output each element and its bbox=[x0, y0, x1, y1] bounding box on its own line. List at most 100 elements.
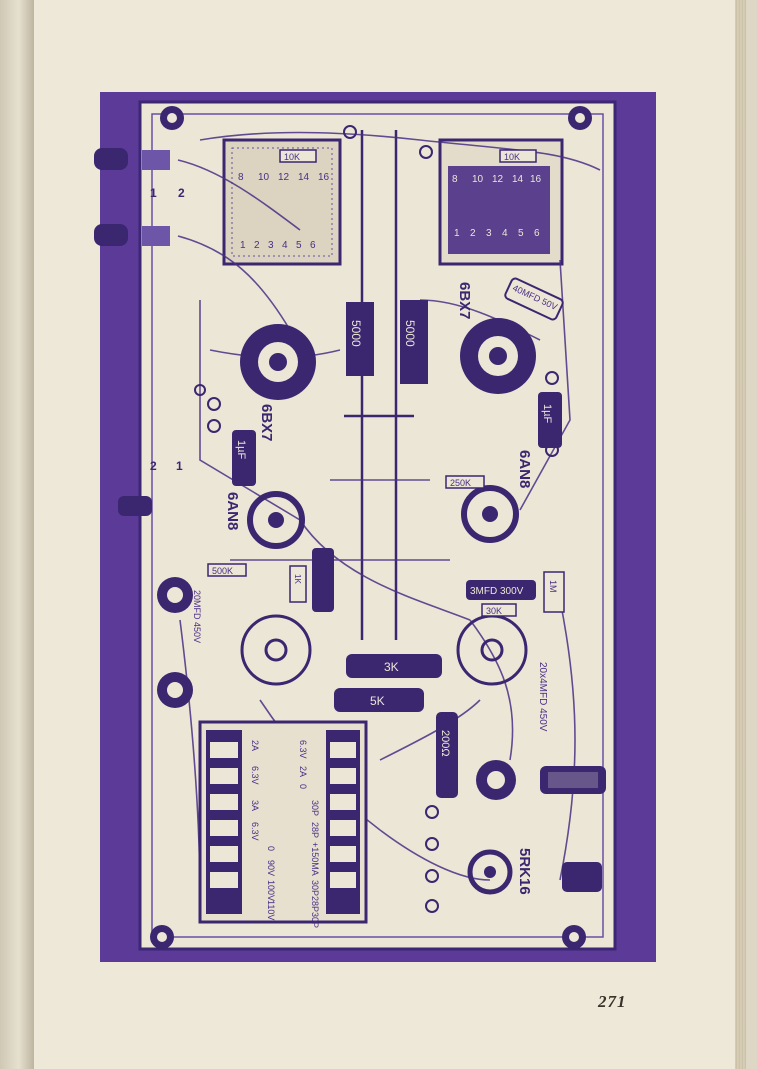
terminal-label: 8 bbox=[452, 174, 458, 185]
tube-socket-power-left bbox=[240, 614, 312, 686]
resistor-250k bbox=[445, 475, 485, 489]
resistor-10k-right bbox=[499, 149, 537, 163]
terminal-label: 10 bbox=[472, 174, 484, 185]
terminal-label: 4 bbox=[502, 228, 508, 239]
tube-label: 6AN8 bbox=[224, 492, 241, 530]
tap-label: 2A bbox=[250, 740, 260, 751]
capacitor-20mfd-left bbox=[312, 548, 334, 612]
tube-socket-6bx7-left bbox=[240, 324, 316, 400]
component-label: 10K bbox=[504, 152, 520, 162]
terminal-label: 3 bbox=[486, 228, 492, 239]
chassis-inner-edge bbox=[151, 113, 604, 938]
tap-label: 90V bbox=[266, 860, 276, 876]
small-socket-left bbox=[157, 577, 193, 708]
page-number: 271 bbox=[598, 992, 627, 1011]
tap-label: 30P bbox=[310, 912, 320, 928]
component-label: 3K bbox=[384, 660, 399, 674]
component-label: 30K bbox=[486, 606, 502, 616]
terminal-label: 2 bbox=[254, 240, 260, 251]
center-shield bbox=[344, 130, 414, 640]
tap-label: 100V bbox=[266, 880, 276, 901]
capacitor-5000-right bbox=[400, 300, 428, 384]
terminal-label: 5 bbox=[518, 228, 524, 239]
book-spine bbox=[0, 0, 34, 1069]
component-label: 20x4MFD 450V bbox=[537, 662, 548, 732]
tap-label: 6.3V bbox=[298, 740, 308, 759]
resistor-5k bbox=[334, 688, 424, 712]
tube-socket-6an8-left bbox=[247, 491, 305, 549]
terminal-label: 12 bbox=[492, 174, 504, 185]
tap-label: 6.3V bbox=[250, 766, 260, 785]
terminal-label: 2 bbox=[470, 228, 476, 239]
resistor-200 bbox=[436, 712, 458, 798]
capacitor-3mfd bbox=[466, 580, 536, 600]
resistor-10k-left bbox=[279, 149, 317, 163]
filter-capacitor-can bbox=[540, 766, 606, 794]
component-label: 10K bbox=[284, 152, 300, 162]
component-label: 5K bbox=[370, 694, 385, 708]
tap-label: 30P bbox=[310, 800, 320, 816]
tube-socket-rectifier bbox=[467, 849, 513, 895]
component-label: 250K bbox=[450, 478, 471, 488]
component-label: 1µF bbox=[235, 440, 247, 459]
tap-label: 28P bbox=[310, 822, 320, 838]
input-label: 2 bbox=[178, 186, 185, 200]
output-transformer-right bbox=[438, 138, 564, 266]
component-label: 3MFD 300V bbox=[470, 586, 524, 597]
capacitor-40mfd bbox=[504, 277, 564, 321]
tap-label: 110V bbox=[266, 900, 276, 920]
terminal-label: 4 bbox=[282, 240, 288, 251]
tube-label: 6AN8 bbox=[516, 450, 533, 488]
potentiometer bbox=[476, 760, 516, 800]
terminal-label: 6 bbox=[534, 228, 540, 239]
terminal-label: 1 bbox=[454, 228, 460, 239]
component-label: 1µF bbox=[541, 404, 553, 423]
page-edge bbox=[735, 0, 746, 1069]
tap-label: 30P bbox=[310, 880, 320, 896]
capacitor-1uf-right bbox=[538, 392, 562, 448]
tube-label: 6BX7 bbox=[258, 404, 275, 442]
component-label: 5000 bbox=[403, 320, 417, 347]
input-label: 2 bbox=[150, 459, 157, 473]
terminal-label: 1 bbox=[240, 240, 246, 251]
rectifier-clip bbox=[562, 862, 602, 892]
component-label: 200Ω bbox=[439, 730, 451, 757]
tube-socket-6bx7-right bbox=[460, 318, 536, 394]
component-label: 1K bbox=[293, 574, 302, 584]
tap-label: 3A bbox=[250, 800, 260, 811]
tap-label: +150MA bbox=[310, 842, 320, 876]
terminal-label: 3 bbox=[268, 240, 274, 251]
tap-label: 2A bbox=[298, 766, 308, 777]
capacitor-1uf-left bbox=[232, 430, 256, 486]
terminal-label: 12 bbox=[278, 172, 290, 183]
tube-socket-6an8-right bbox=[461, 485, 519, 543]
component-label: 1M bbox=[548, 580, 558, 593]
tube-label: 5RK16 bbox=[516, 848, 533, 895]
component-label: 20MFD 450V bbox=[192, 590, 202, 643]
input-jacks bbox=[94, 148, 170, 516]
input-label: 1 bbox=[150, 186, 157, 200]
terminal-label: 16 bbox=[530, 174, 542, 185]
tap-label: 28P bbox=[310, 896, 320, 912]
resistor-1m bbox=[543, 571, 565, 613]
terminal-label: 5 bbox=[296, 240, 302, 251]
resistor-30k bbox=[481, 603, 517, 617]
tap-label: 0 bbox=[266, 846, 276, 851]
tube-label: 6BX7 bbox=[456, 282, 473, 320]
chassis-holes bbox=[194, 125, 559, 913]
component-label: 5000 bbox=[349, 320, 363, 347]
component-label: 500K bbox=[212, 566, 233, 576]
input-label: 1 bbox=[176, 459, 183, 473]
terminal-label: 16 bbox=[318, 172, 330, 183]
resistor-3k bbox=[346, 654, 442, 678]
terminal-label: 10 bbox=[258, 172, 270, 183]
capacitor-5000-left bbox=[346, 302, 374, 376]
terminal-label: 14 bbox=[512, 174, 524, 185]
resistor-1k bbox=[289, 565, 307, 603]
terminal-label: 8 bbox=[238, 172, 244, 183]
tap-label: 0 bbox=[298, 784, 308, 789]
terminal-label: 6 bbox=[310, 240, 316, 251]
resistor-500k bbox=[207, 563, 247, 577]
tap-label: 6.3V bbox=[250, 822, 260, 841]
